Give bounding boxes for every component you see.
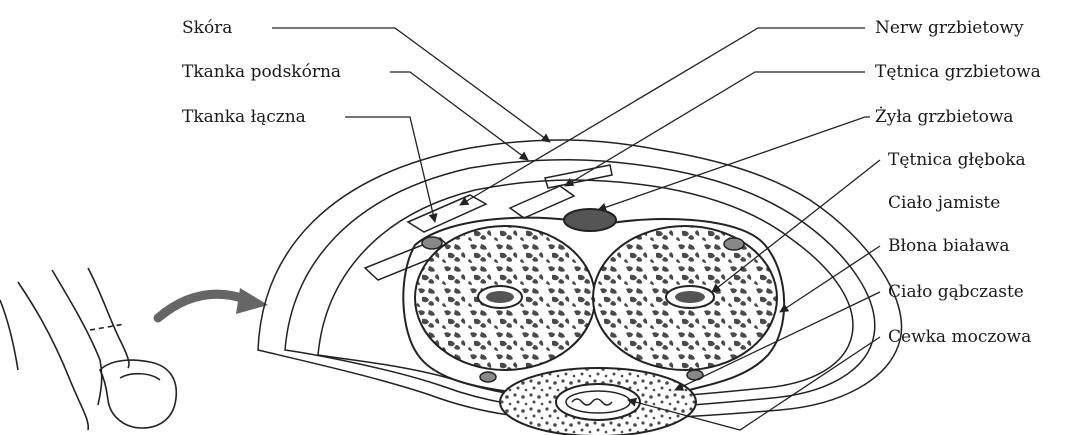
dorsal-artery-right: [724, 238, 744, 250]
dorsal-vein: [564, 209, 616, 231]
label-connective-tissue: Tkanka łączna: [182, 107, 306, 127]
label-urethra: Cewka moczowa: [888, 327, 1031, 347]
label-subcutaneous-tissue: Tkanka podskórna: [182, 62, 341, 82]
dorsal-artery-left: [422, 237, 442, 249]
label-corpus-cavernosum: Ciało jamiste: [888, 193, 1000, 213]
vessel-small-left: [480, 372, 496, 382]
label-dorsal-artery: Tętnica grzbietowa: [875, 62, 1041, 82]
urethra: [556, 384, 640, 420]
vessel-small-right: [687, 370, 703, 380]
label-dorsal-vein: Żyła grzbietowa: [875, 107, 1014, 127]
label-deep-artery: Tętnica głęboka: [888, 150, 1026, 170]
label-corpus-spongiosum: Ciało gąbczaste: [888, 282, 1024, 302]
body-sketch: [0, 268, 176, 430]
transition-arrow-icon: [158, 294, 248, 318]
label-dorsal-nerve: Nerw grzbietowy: [875, 18, 1024, 38]
label-skin: Skóra: [182, 18, 232, 38]
label-tunica-albuginea: Błona biaława: [888, 236, 1010, 256]
